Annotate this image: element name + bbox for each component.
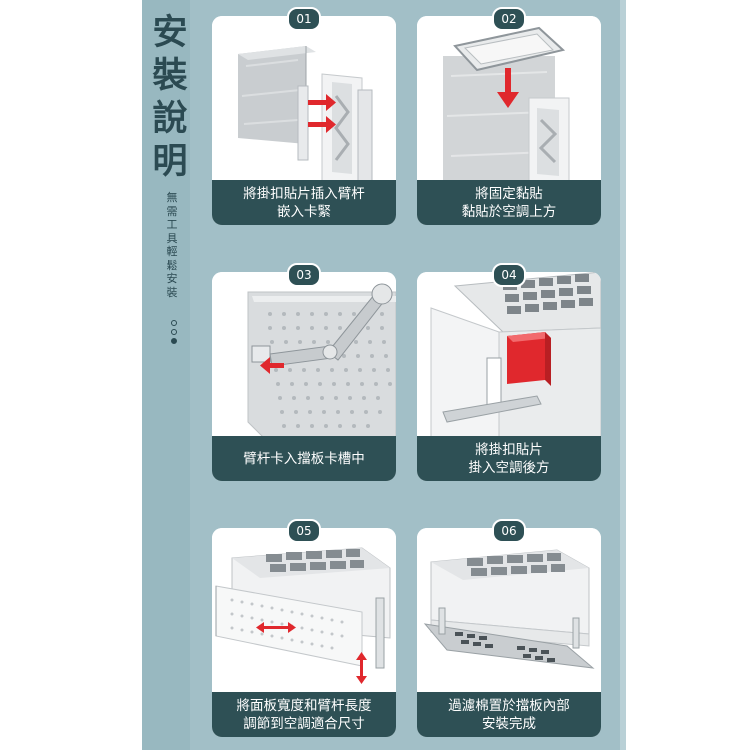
dot-outline-icon: [171, 320, 177, 326]
decorative-dots: [164, 320, 184, 347]
step-image-06: [417, 528, 601, 698]
page-title: 安 裝 說 明: [152, 12, 188, 184]
step-image-05: [212, 528, 396, 698]
step-number-badge: 03: [287, 263, 321, 287]
title-char: 明: [152, 142, 188, 182]
step-image-04: [417, 272, 601, 442]
caption-line: 調節到空調適合尺寸: [243, 715, 365, 732]
step-caption-02: 將固定黏貼 黏貼於空調上方: [417, 180, 601, 225]
step-card-02: 將固定黏貼 黏貼於空調上方 02: [417, 7, 601, 225]
caption-line: 安裝完成: [482, 715, 536, 732]
step-image-03: [212, 272, 396, 442]
caption-line: 黏貼於空調上方: [461, 203, 557, 220]
step-caption-04: 將掛扣貼片 掛入空調後方: [417, 436, 601, 481]
step-number-badge: 01: [287, 7, 321, 31]
subtitle-char: 安: [166, 272, 178, 285]
step-caption-01: 將掛扣貼片插入臂杆 嵌入卡緊: [212, 180, 396, 225]
caption-line: 臂杆卡入擋板卡槽中: [243, 450, 365, 467]
caption-line: 將固定黏貼: [475, 185, 543, 202]
step-card-04: 將掛扣貼片 掛入空調後方 04: [417, 263, 601, 481]
caption-line: 將掛扣貼片插入臂杆: [243, 185, 365, 202]
step-image-01: [212, 16, 396, 186]
dot-outline-icon: [171, 329, 177, 335]
subtitle-char: 無: [166, 191, 178, 204]
caption-line: 嵌入卡緊: [277, 203, 331, 220]
step-image-02: [417, 16, 601, 186]
caption-line: 掛入空調後方: [468, 459, 550, 476]
step-card-03: 臂杆卡入擋板卡槽中 03: [212, 263, 396, 481]
step-caption-03: 臂杆卡入擋板卡槽中: [212, 436, 396, 481]
subtitle-char: 輕: [166, 245, 178, 258]
caption-line: 過濾棉置於擋板內部: [448, 697, 570, 714]
step-card-06: 過濾棉置於擋板內部 安裝完成 06: [417, 519, 601, 737]
subtitle-char: 需: [166, 204, 178, 218]
step-card-01: 將掛扣貼片插入臂杆 嵌入卡緊 01: [212, 7, 396, 225]
background-strip: [142, 0, 190, 750]
title-char: 裝: [152, 56, 188, 96]
step-card-05: 將面板寬度和臂杆長度 調節到空調適合尺寸 05: [212, 519, 396, 737]
subtitle-char: 裝: [166, 285, 178, 299]
page-subtitle: 無 需 工 具 輕 鬆 安 裝: [162, 191, 182, 299]
caption-line: 將面板寬度和臂杆長度: [236, 697, 372, 714]
caption-line: 將掛扣貼片: [475, 441, 543, 458]
title-char: 說: [152, 99, 188, 139]
subtitle-char: 工: [166, 218, 178, 231]
step-number-badge: 04: [492, 263, 526, 287]
step-caption-05: 將面板寬度和臂杆長度 調節到空調適合尺寸: [212, 692, 396, 737]
subtitle-char: 鬆: [166, 258, 178, 272]
step-number-badge: 02: [492, 7, 526, 31]
background-edge: [620, 0, 626, 750]
step-caption-06: 過濾棉置於擋板內部 安裝完成: [417, 692, 601, 737]
title-char: 安: [152, 13, 188, 53]
step-number-badge: 06: [492, 519, 526, 543]
step-number-badge: 05: [287, 519, 321, 543]
subtitle-char: 具: [166, 231, 178, 245]
dot-filled-icon: [171, 338, 177, 344]
